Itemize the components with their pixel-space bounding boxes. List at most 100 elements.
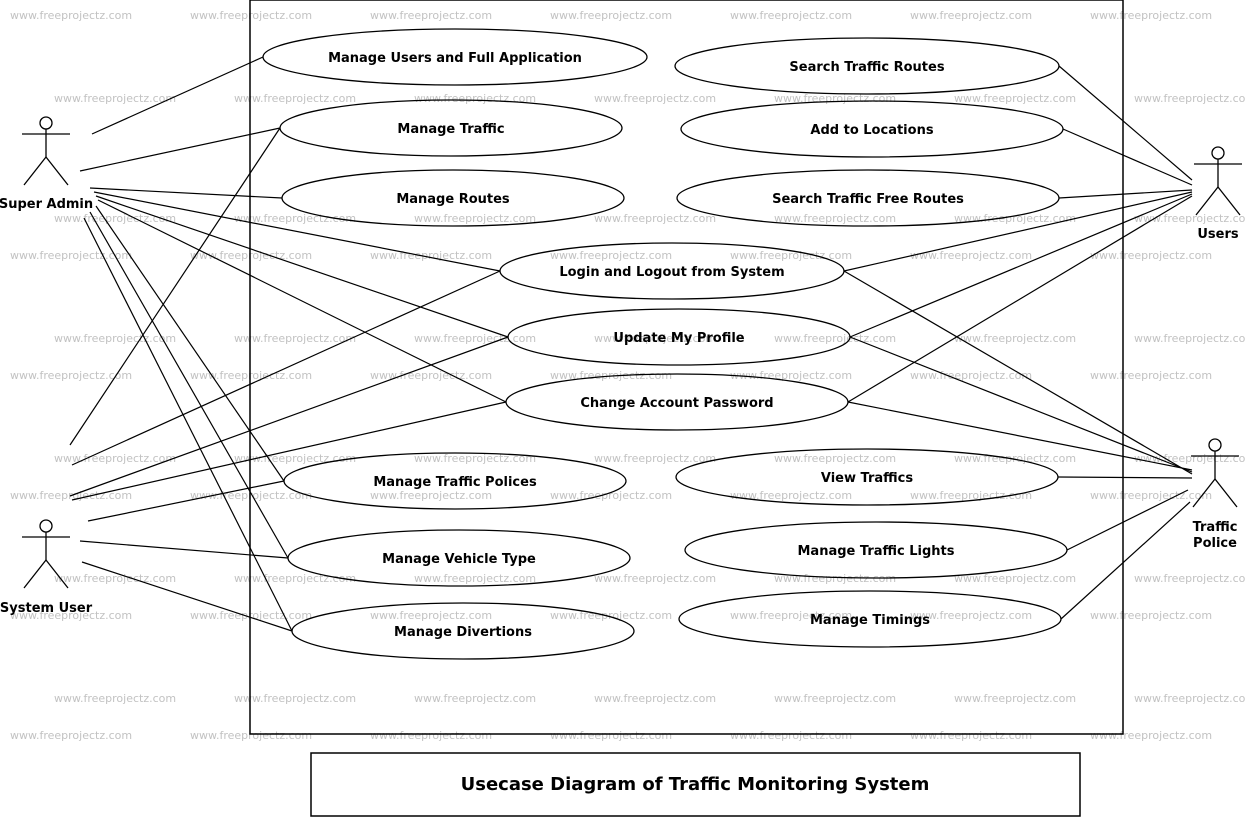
association-super-admin-manage-traffic — [79, 127, 281, 172]
watermark-text: www.freeprojectz.com — [54, 332, 176, 345]
watermark-text: www.freeprojectz.com — [1090, 609, 1212, 622]
usecase-label-search-free: Search Traffic Free Routes — [772, 192, 964, 207]
watermark-text: www.freeprojectz.com — [234, 452, 356, 465]
watermark-text: www.freeprojectz.com — [594, 692, 716, 705]
watermark-text: www.freeprojectz.com — [774, 212, 896, 225]
watermark-text: www.freeprojectz.com — [414, 332, 536, 345]
watermark-text: www.freeprojectz.com — [774, 92, 896, 105]
association-super-admin-change-password — [97, 199, 507, 403]
watermark-text: www.freeprojectz.com — [550, 489, 672, 502]
watermark-text: www.freeprojectz.com — [730, 249, 852, 262]
watermark-text: www.freeprojectz.com — [550, 609, 672, 622]
watermark-text: www.freeprojectz.com — [730, 489, 852, 502]
watermark-text: www.freeprojectz.com — [1090, 249, 1212, 262]
association-super-admin-manage-routes — [89, 187, 283, 199]
usecase-label-manage-vehicle: Manage Vehicle Type — [382, 552, 536, 567]
usecase-label-manage-lights: Manage Traffic Lights — [798, 544, 955, 559]
watermark-text: www.freeprojectz.com — [1090, 369, 1212, 382]
association-users-change-password — [847, 195, 1193, 403]
actor-label-system-user: System User — [0, 601, 93, 616]
watermark-text: www.freeprojectz.com — [1090, 489, 1212, 502]
watermark-text: www.freeprojectz.com — [234, 332, 356, 345]
usecase-manage-divertions — [291, 602, 635, 660]
watermark-text: www.freeprojectz.com — [910, 729, 1032, 742]
watermark-text: www.freeprojectz.com — [54, 692, 176, 705]
watermark-text: www.freeprojectz.com — [550, 729, 672, 742]
watermark-text: www.freeprojectz.com — [910, 9, 1032, 22]
association-super-admin-manage-divertions — [83, 217, 293, 632]
system-boundary — [249, 0, 1124, 735]
watermark-text: www.freeprojectz.com — [190, 489, 312, 502]
association-system-user-manage-polices — [87, 480, 285, 522]
watermark-text: www.freeprojectz.com — [910, 609, 1032, 622]
watermark-text: www.freeprojectz.com — [190, 249, 312, 262]
usecases: Manage Users and Full ApplicationManage … — [262, 28, 1068, 660]
watermark-text: www.freeprojectz.com — [190, 609, 312, 622]
actor-right-leg — [45, 559, 69, 589]
watermark-text: www.freeprojectz.com — [594, 212, 716, 225]
usecase-label-add-locations: Add to Locations — [810, 123, 933, 138]
usecase-manage-traffic — [279, 99, 623, 157]
watermark-text: www.freeprojectz.com — [954, 92, 1076, 105]
watermark-text: www.freeprojectz.com — [54, 572, 176, 585]
watermark-text: www.freeprojectz.com — [190, 729, 312, 742]
watermark-text: www.freeprojectz.com — [234, 692, 356, 705]
actor-left-leg — [1192, 478, 1216, 508]
watermark-text: www.freeprojectz.com — [1134, 692, 1246, 705]
diagram-title: Usecase Diagram of Traffic Monitoring Sy… — [461, 774, 930, 795]
association-traffic-police-manage-timings — [1060, 501, 1191, 620]
watermark-text: www.freeprojectz.com — [370, 489, 492, 502]
watermark-text: www.freeprojectz.com — [594, 332, 716, 345]
watermark-text: www.freeprojectz.com — [774, 332, 896, 345]
actor-label-users: Users — [1197, 227, 1239, 242]
association-super-admin-manage-vehicle — [89, 211, 289, 559]
watermark-text: www.freeprojectz.com — [730, 369, 852, 382]
watermark-text: www.freeprojectz.com — [1090, 9, 1212, 22]
watermark-text: www.freeprojectz.com — [370, 729, 492, 742]
usecase-label-change-password: Change Account Password — [580, 396, 773, 411]
usecase-label-manage-routes: Manage Routes — [396, 192, 510, 207]
usecase-label-update-profile: Update My Profile — [613, 331, 744, 346]
watermark-text: www.freeprojectz.com — [10, 729, 132, 742]
title-box — [310, 752, 1081, 817]
watermark-text: www.freeprojectz.com — [10, 9, 132, 22]
association-users-search-routes — [1058, 65, 1193, 181]
association-super-admin-manage-users — [91, 56, 264, 135]
watermark-text: www.freeprojectz.com — [954, 212, 1076, 225]
watermark-text: www.freeprojectz.com — [730, 9, 852, 22]
association-system-user-login — [71, 270, 501, 466]
watermark-text: www.freeprojectz.com — [54, 92, 176, 105]
watermark-text: www.freeprojectz.com — [234, 572, 356, 585]
actor-super-admin: Super Admin — [0, 116, 93, 212]
usecase-label-manage-polices: Manage Traffic Polices — [373, 475, 537, 490]
watermark-text: www.freeprojectz.com — [1134, 92, 1246, 105]
watermark-text: www.freeprojectz.com — [1134, 452, 1246, 465]
association-lines — [69, 56, 1193, 632]
watermark-text: www.freeprojectz.com — [774, 692, 896, 705]
watermark-text: www.freeprojectz.com — [414, 572, 536, 585]
actor-users: Users — [1194, 146, 1242, 242]
actor-head — [39, 519, 53, 533]
watermark-text: www.freeprojectz.com — [730, 729, 852, 742]
association-users-update-profile — [849, 193, 1193, 338]
association-system-user-manage-vehicle — [79, 540, 289, 559]
watermark-text: www.freeprojectz.com — [190, 369, 312, 382]
association-super-admin-update-profile — [95, 195, 509, 338]
usecase-label-manage-divertions: Manage Divertions — [394, 625, 532, 640]
watermark-text: www.freeprojectz.com — [910, 249, 1032, 262]
association-users-add-locations — [1062, 128, 1193, 186]
watermark-text: www.freeprojectz.com — [54, 212, 176, 225]
actor-right-leg — [45, 156, 69, 186]
usecase-search-routes — [674, 37, 1060, 95]
usecase-update-profile — [507, 308, 851, 366]
association-system-user-manage-traffic — [69, 127, 281, 446]
watermark-layer: www.freeprojectz.com www.freeprojectz.com… — [10, 9, 1246, 742]
association-system-user-manage-divertions — [81, 561, 293, 632]
watermark-text: www.freeprojectz.com — [370, 609, 492, 622]
actor-left-leg — [23, 156, 47, 186]
watermark-text: www.freeprojectz.com — [414, 212, 536, 225]
watermark-text: www.freeprojectz.com — [954, 692, 1076, 705]
